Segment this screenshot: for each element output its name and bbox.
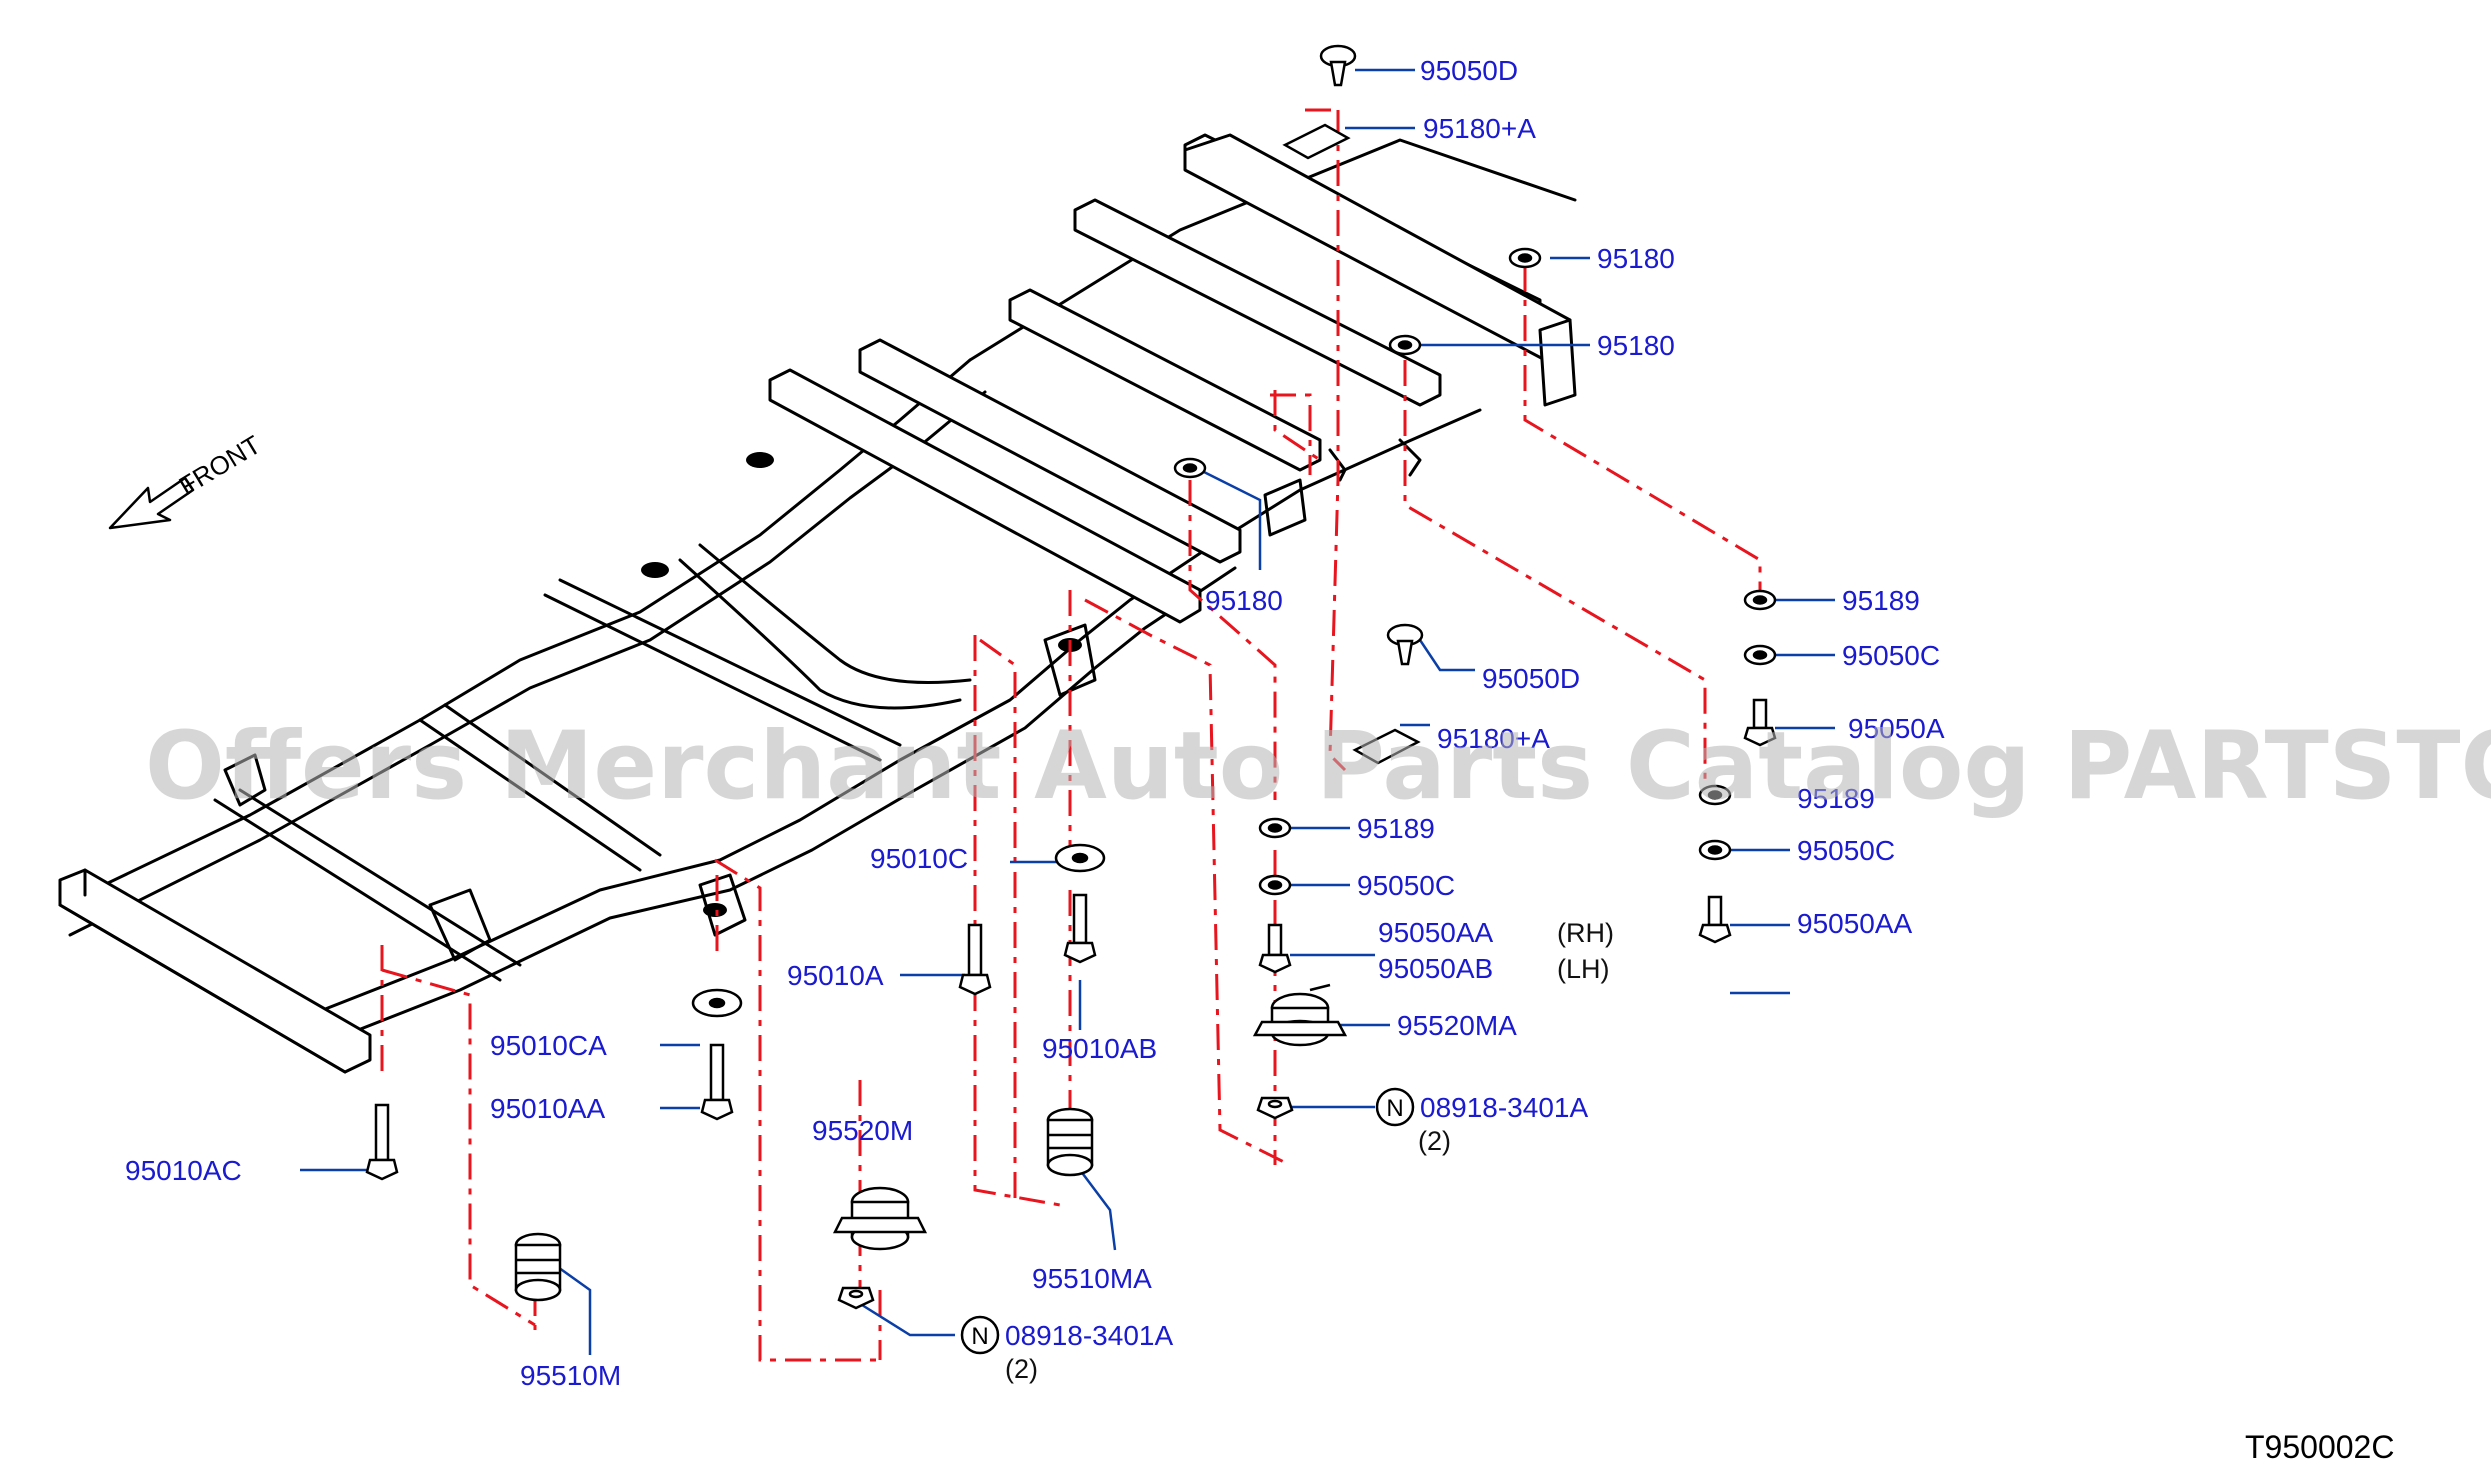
front-crossmember-1: [213, 788, 522, 982]
side-rh: (RH): [1557, 918, 1614, 948]
bushing-95510MA-icon: [1046, 1107, 1094, 1177]
rear-crossmember: [1183, 133, 1572, 362]
mount-95520M-icon: [832, 1186, 928, 1251]
alignment-lines: [380, 108, 1762, 1362]
part-95010AC[interactable]: 95010AC: [125, 1155, 242, 1186]
part-95010AA[interactable]: 95010AA: [490, 1093, 606, 1124]
front-bracket-right: [428, 888, 492, 962]
front-bumper-crossmember: [58, 868, 372, 1074]
part-08918-right[interactable]: 08918-3401A: [1420, 1092, 1588, 1123]
parts-glyphs: [365, 44, 1777, 1310]
front-label: FRONT: [174, 429, 266, 501]
rear-hanger-box: [1263, 478, 1307, 537]
front-direction-indicator: FRONT: [108, 429, 266, 530]
bushing-95510M-icon: [514, 1232, 562, 1302]
part-95180-2[interactable]: 95180: [1597, 330, 1675, 361]
part-95050D-mid[interactable]: 95050D: [1482, 663, 1580, 694]
part-95520MA[interactable]: 95520MA: [1397, 1010, 1517, 1041]
plate-95180A-mid-icon: [1352, 728, 1421, 765]
side-lh: (LH): [1557, 954, 1610, 984]
part-95050AB-mid[interactable]: 95050AB: [1378, 953, 1493, 984]
part-95189-mid[interactable]: 95189: [1357, 813, 1435, 844]
part-95180-1[interactable]: 95180: [1597, 243, 1675, 274]
part-95520M[interactable]: 95520M: [812, 1115, 913, 1146]
part-95050C-mid[interactable]: 95050C: [1357, 870, 1455, 901]
part-95050A-right[interactable]: 95050A: [1848, 713, 1945, 744]
n-symbol-left-letter: N: [971, 1323, 988, 1350]
bolt-95010AC-icon: [365, 1103, 399, 1181]
n-symbol-left: N: [960, 1315, 1000, 1355]
bolt-95010AA-icon: [700, 1043, 734, 1121]
qty-left: (2): [1005, 1354, 1038, 1384]
part-labels: 95050D 95180+A 95180 95180 95180 95189 9…: [125, 55, 1945, 1391]
qty-right: (2): [1418, 1126, 1451, 1156]
part-95050AA-mid[interactable]: 95050AA: [1378, 917, 1494, 948]
mid-bracket: [698, 873, 747, 937]
part-95180-3[interactable]: 95180: [1205, 585, 1283, 616]
front-bracket-left: [223, 753, 267, 807]
front-arrow-icon: [108, 476, 195, 530]
center-crossmember: [678, 543, 972, 710]
part-95050AA-right[interactable]: 95050AA: [1797, 908, 1913, 939]
bolt-95050A-right-icon: [1743, 698, 1777, 747]
platform-4: [1073, 198, 1442, 407]
part-95189-right[interactable]: 95189: [1842, 585, 1920, 616]
n-symbol-right: N: [1375, 1087, 1415, 1127]
part-95510M[interactable]: 95510M: [520, 1360, 621, 1391]
part-95010CA[interactable]: 95010CA: [490, 1030, 607, 1061]
rear-hanger: [1328, 438, 1422, 482]
front-crossmember-3: [543, 578, 902, 762]
part-95010A[interactable]: 95010A: [787, 960, 884, 991]
vehicle-frame: [58, 133, 1577, 1074]
part-95180A-mid[interactable]: 95180+A: [1437, 723, 1550, 754]
part-95010C[interactable]: 95010C: [870, 843, 968, 874]
mount-95520MA-icon: [1252, 983, 1348, 1047]
platform-2: [858, 338, 1242, 564]
part-08918-left[interactable]: 08918-3401A: [1005, 1320, 1173, 1351]
bolt-95050AA-mid-icon: [1258, 923, 1292, 974]
part-95050C-right2[interactable]: 95050C: [1797, 835, 1895, 866]
mount-hole-3: [746, 452, 774, 468]
mount-hole-1: [703, 903, 727, 917]
platform-3: [1008, 288, 1322, 472]
rear-end-box: [1538, 318, 1577, 407]
bolt-95050AA-right-icon: [1698, 895, 1732, 944]
platform-1: [768, 368, 1202, 624]
diagram-code: T950002C: [2245, 1429, 2394, 1465]
part-95050C-right[interactable]: 95050C: [1842, 640, 1940, 671]
left-side-rail: [60, 358, 972, 907]
n-symbol-right-letter: N: [1386, 1095, 1403, 1122]
bolt-95010AB-icon: [1063, 893, 1097, 964]
screw-95050D-top-icon: [1319, 44, 1357, 87]
part-95510MA[interactable]: 95510MA: [1032, 1263, 1152, 1294]
watermark: Offers Merchant Auto Parts Catalog PARTS…: [145, 712, 2491, 821]
part-95180A-top[interactable]: 95180+A: [1423, 113, 1536, 144]
screw-95050D-mid-icon: [1386, 623, 1424, 666]
mount-hole-4: [641, 562, 669, 578]
bolt-95010A-icon: [958, 923, 992, 996]
part-95010AB[interactable]: 95010AB: [1042, 1033, 1157, 1064]
right-side-rail-lower: [318, 566, 1237, 1047]
part-95189-right2[interactable]: 95189: [1797, 783, 1875, 814]
part-95050D-top[interactable]: 95050D: [1420, 55, 1518, 86]
front-crossmember-2: [418, 703, 662, 872]
cab-mount-bracket: [1043, 623, 1097, 697]
plate-95180A-top-icon: [1282, 123, 1351, 160]
leader-lines: [300, 68, 1835, 1355]
right-side-rail: [308, 538, 1222, 1017]
